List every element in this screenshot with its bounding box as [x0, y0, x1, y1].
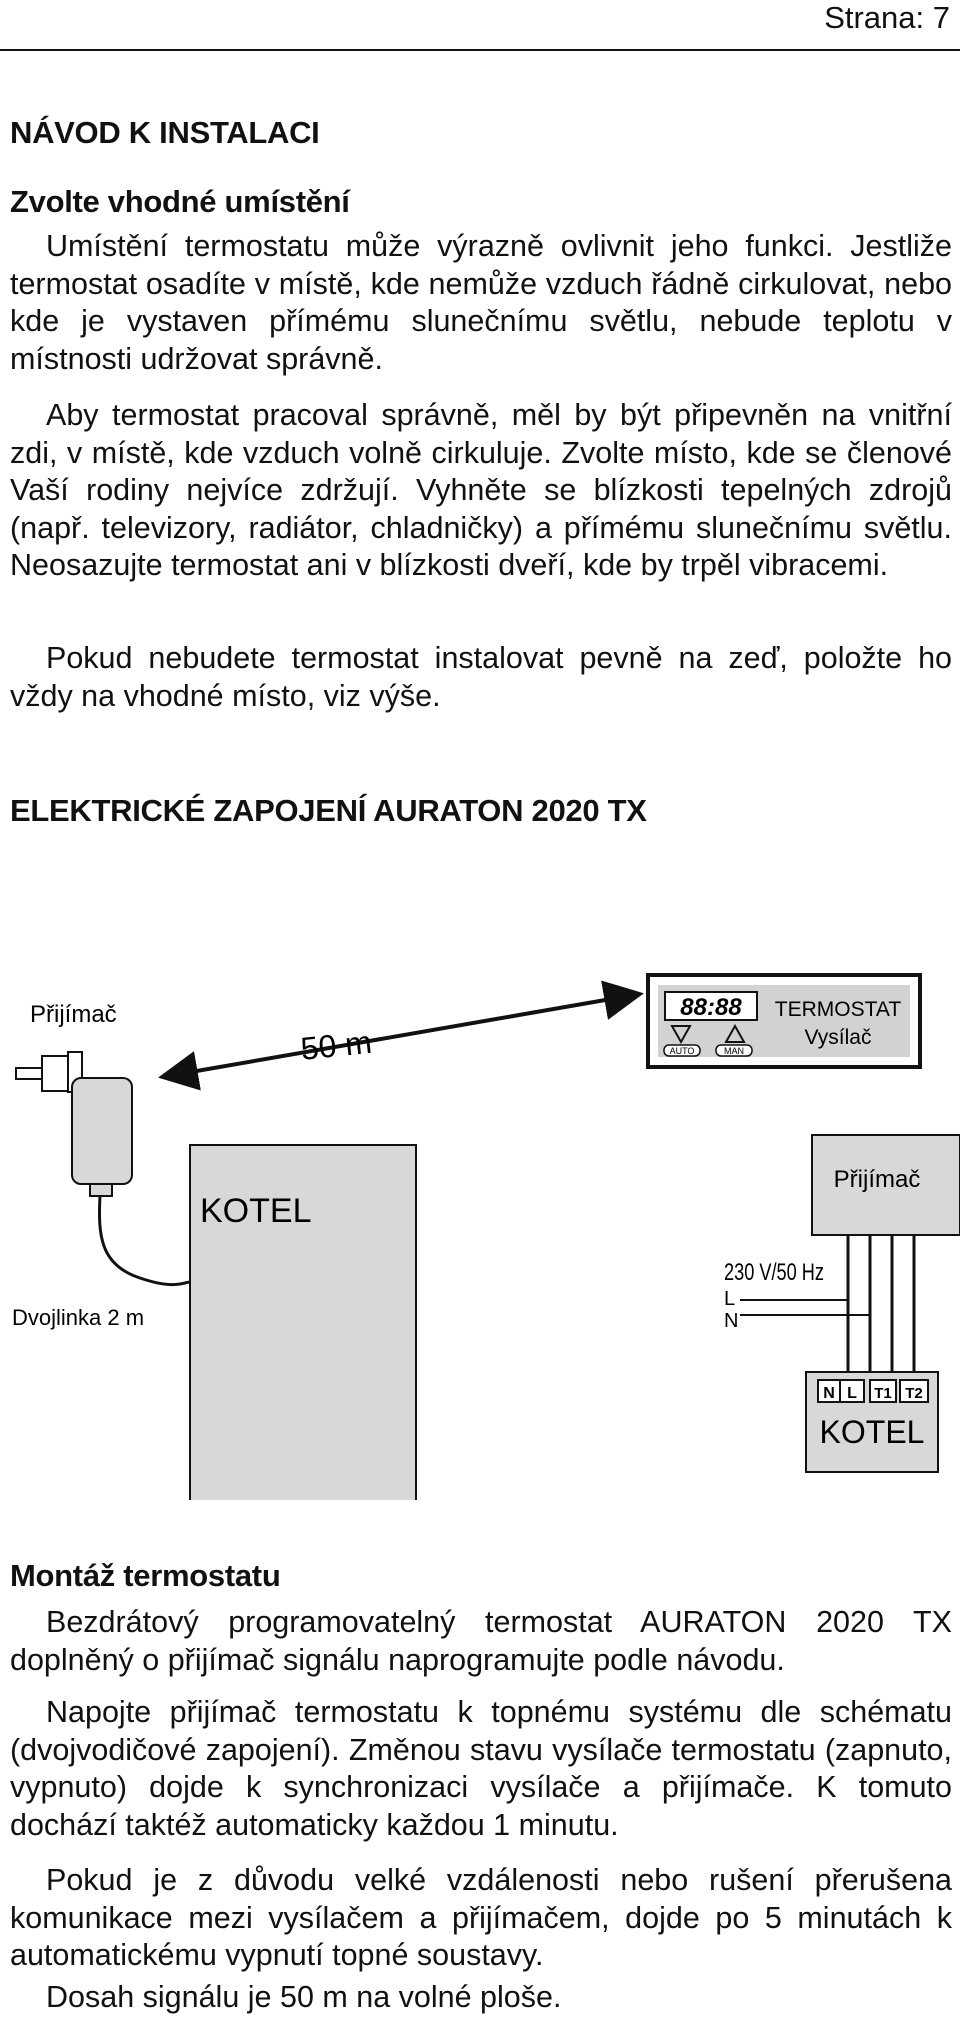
terminal-t1: T1 — [874, 1385, 892, 1402]
placement-title: Zvolte vhodné umístění — [10, 184, 350, 219]
boiler-right-label: KOTEL — [820, 1414, 925, 1450]
header-rule — [0, 49, 960, 51]
receiver-wires — [846, 1235, 916, 1372]
up-arrow-icon — [724, 1023, 746, 1043]
down-arrow-icon — [670, 1025, 692, 1045]
distance-label: 50 m — [299, 1024, 374, 1067]
thermostat-device: 88:88 AUTO MAN TERMOSTAT Vysílač — [646, 973, 922, 1069]
placement-paragraph-2: Aby termostat pracoval správně, měl by b… — [10, 398, 952, 583]
wiring-diagram: Přijímač 50 m 88:88 AUTO MAN TERMOSTAT V… — [12, 973, 960, 1500]
distance-arrow — [158, 980, 644, 1091]
thermostat-label: TERMOSTAT — [775, 998, 902, 1021]
power-label: 230 V/50 Hz — [724, 1259, 824, 1286]
mounting-paragraph-2: Napojte přijímač termostatu k topnému sy… — [10, 1695, 952, 1842]
auto-label: AUTO — [670, 1046, 695, 1056]
mains-wires — [740, 1299, 871, 1352]
placement-paragraph-1: Umístění termostatu může výrazně ovlivni… — [10, 229, 952, 376]
terminal-l: L — [847, 1385, 857, 1402]
mounting-title: Montáž termostatu — [10, 1558, 281, 1593]
man-label: MAN — [724, 1046, 744, 1056]
mounting-paragraph-1: Bezdrátový programovatelný termostat AUR… — [10, 1605, 952, 1677]
receiver-label: Přijímač — [30, 1001, 117, 1028]
mounting-paragraph-3: Pokud je z důvodu velké vzdálenosti nebo… — [10, 1863, 952, 1973]
installation-title: NÁVOD K INSTALACI — [10, 115, 320, 150]
terminal-t2: T2 — [905, 1385, 923, 1402]
plug-icon — [15, 1051, 133, 1197]
neutral-label: N — [724, 1310, 738, 1332]
transmitter-label: Vysílač — [805, 1026, 872, 1049]
terminal-n: N — [823, 1385, 835, 1402]
receiver-box-label: Přijímač — [834, 1166, 921, 1193]
mounting-paragraph-4: Dosah signálu je 50 m na volné ploše. — [46, 1980, 562, 2014]
boiler-label: KOTEL — [200, 1192, 311, 1230]
wiring-title: ELEKTRICKÉ ZAPOJENÍ AURATON 2020 TX — [10, 793, 647, 828]
two-wire-cable — [98, 1195, 191, 1287]
cable-label: Dvojlinka 2 m — [12, 1305, 144, 1330]
receiver-box — [811, 1134, 960, 1236]
line-label: L — [724, 1288, 735, 1310]
placement-paragraph-3: Pokud nebudete termostat instalovat pevn… — [10, 641, 952, 713]
page-number: Strana: 7 — [824, 0, 950, 35]
boiler-left — [189, 1144, 417, 1500]
terminal-block: N L T1 T2 — [817, 1379, 929, 1403]
display-digits: 88:88 — [680, 994, 742, 1021]
